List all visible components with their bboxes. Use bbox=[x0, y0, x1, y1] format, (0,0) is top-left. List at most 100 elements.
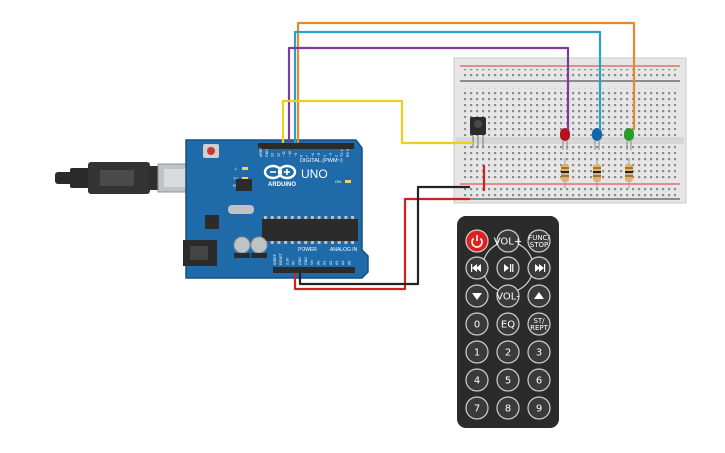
pin-label: 8 bbox=[300, 155, 304, 157]
remote-button-func-stop[interactable]: FUNC/STOP bbox=[527, 229, 551, 253]
pin-label: A4 bbox=[341, 261, 345, 265]
remote-button-label: EQ bbox=[501, 320, 515, 331]
pin-label: A3 bbox=[335, 261, 339, 265]
remote-button-next[interactable] bbox=[527, 256, 551, 280]
arduino-logo bbox=[263, 164, 297, 180]
wires bbox=[281, 21, 636, 291]
pin-label: ~10 bbox=[288, 151, 292, 157]
svg-text:ON: ON bbox=[335, 179, 341, 184]
remote-button-down[interactable] bbox=[465, 284, 489, 308]
pin-label: A1 bbox=[323, 261, 327, 265]
remote-button-8[interactable]: 8 bbox=[496, 396, 520, 420]
usb-cable bbox=[55, 162, 195, 194]
skip-back-icon bbox=[471, 264, 481, 272]
remote-button-label: ST/ bbox=[533, 317, 545, 325]
led-green bbox=[624, 128, 634, 150]
remote-button-2[interactable]: 2 bbox=[496, 340, 520, 364]
remote-button-9[interactable]: 9 bbox=[527, 396, 551, 420]
wire-red bbox=[293, 197, 470, 291]
analog-label: ANALOG IN bbox=[330, 247, 358, 253]
svg-text:TX: TX bbox=[233, 176, 238, 181]
remote-button-3[interactable]: 3 bbox=[527, 340, 551, 364]
pin-label: GND bbox=[265, 149, 269, 157]
remote-button-7[interactable]: 7 bbox=[465, 396, 489, 420]
pin-label: ~9 bbox=[294, 153, 298, 157]
remote-button-vol-plus[interactable]: VOL+ bbox=[494, 229, 523, 253]
pin-label: AREF bbox=[259, 147, 263, 157]
remote-button-vol-minus[interactable]: VOL- bbox=[496, 284, 520, 308]
pin-label: 7 bbox=[305, 155, 309, 157]
remote-button-play-pause[interactable] bbox=[496, 256, 520, 280]
remote-button-up[interactable] bbox=[527, 284, 551, 308]
wire-orange bbox=[296, 21, 636, 143]
atmega-chip bbox=[262, 219, 358, 241]
pin-label: A5 bbox=[347, 261, 351, 265]
pin-label: A2 bbox=[329, 261, 333, 265]
remote-button-eq[interactable]: EQ bbox=[496, 312, 520, 336]
remote-button-6[interactable]: 6 bbox=[527, 368, 551, 392]
remote-button-label: 7 bbox=[474, 404, 480, 415]
remote-button-label: 8 bbox=[505, 404, 511, 415]
remote-button-label: STOP bbox=[530, 241, 548, 249]
digital-label: DIGITAL (PWM~) bbox=[300, 158, 343, 164]
remote-button-label: 6 bbox=[536, 376, 542, 387]
remote-button-5[interactable]: 5 bbox=[496, 368, 520, 392]
pin-label: TX 1 bbox=[340, 149, 344, 157]
power-icon bbox=[471, 235, 483, 248]
remote-button-1[interactable]: 1 bbox=[465, 340, 489, 364]
wire-purple bbox=[287, 46, 570, 143]
down-triangle-icon bbox=[472, 293, 482, 300]
pin-label: 12 bbox=[276, 153, 280, 157]
ir-remote: VOL+ FUNC/STOP VOL- 0 EQ ST/REPT 1 2 3 4 5 6 7 8 9 bbox=[457, 216, 559, 428]
pin-label: 2 bbox=[334, 155, 338, 157]
pin-label: A0 bbox=[316, 261, 320, 265]
pin-label: ~3 bbox=[329, 153, 333, 157]
logo-text: ARDUINO bbox=[268, 182, 296, 188]
pin-label: 4 bbox=[323, 155, 327, 157]
digital-header bbox=[258, 143, 354, 149]
led-red bbox=[560, 128, 570, 150]
remote-button-st-rept[interactable]: ST/REPT bbox=[527, 312, 551, 336]
pin-label: GND bbox=[304, 257, 308, 265]
svg-text:RX: RX bbox=[233, 183, 239, 188]
pin-label: Vin bbox=[310, 260, 314, 265]
svg-text:L: L bbox=[235, 166, 238, 171]
pin-label: 5V bbox=[292, 260, 296, 265]
remote-button-label: 3 bbox=[536, 348, 542, 359]
wire-cyan bbox=[293, 30, 602, 143]
remote-button-label: VOL+ bbox=[494, 237, 523, 248]
up-triangle-icon bbox=[534, 292, 544, 299]
remote-button-power[interactable] bbox=[465, 229, 489, 253]
power-label: POWER bbox=[298, 247, 317, 253]
remote-button-label: VOL- bbox=[496, 292, 520, 303]
remote-button-label: REPT bbox=[530, 324, 549, 332]
remote-button-4[interactable]: 4 bbox=[465, 368, 489, 392]
remote-button-label: 5 bbox=[505, 376, 511, 387]
pin-label: GND bbox=[298, 257, 302, 265]
remote-button-0[interactable]: 0 bbox=[465, 312, 489, 336]
wire-yellow bbox=[281, 99, 473, 145]
pin-label: ~5 bbox=[317, 153, 321, 157]
remote-button-label: 9 bbox=[536, 404, 542, 415]
pin-label: ~11 bbox=[282, 151, 286, 157]
remote-button-label: 4 bbox=[474, 376, 480, 387]
led-blue bbox=[592, 128, 602, 150]
ir-receiver bbox=[470, 117, 486, 148]
pin-label: 13 bbox=[271, 153, 275, 157]
wire-black bbox=[298, 185, 470, 286]
pin-label: RX 0 bbox=[346, 149, 350, 157]
pin-label: ~6 bbox=[311, 153, 315, 157]
resistors bbox=[561, 158, 633, 188]
remote-button-prev[interactable] bbox=[465, 256, 489, 280]
remote-button-label: 0 bbox=[474, 320, 480, 331]
remote-button-label: FUNC/ bbox=[528, 234, 550, 242]
breadboard bbox=[453, 57, 687, 204]
remote-button-label: 2 bbox=[505, 348, 511, 359]
pin-label: 3.3V bbox=[285, 257, 289, 265]
reset-button[interactable] bbox=[207, 147, 215, 155]
power-analog-header bbox=[273, 267, 355, 273]
